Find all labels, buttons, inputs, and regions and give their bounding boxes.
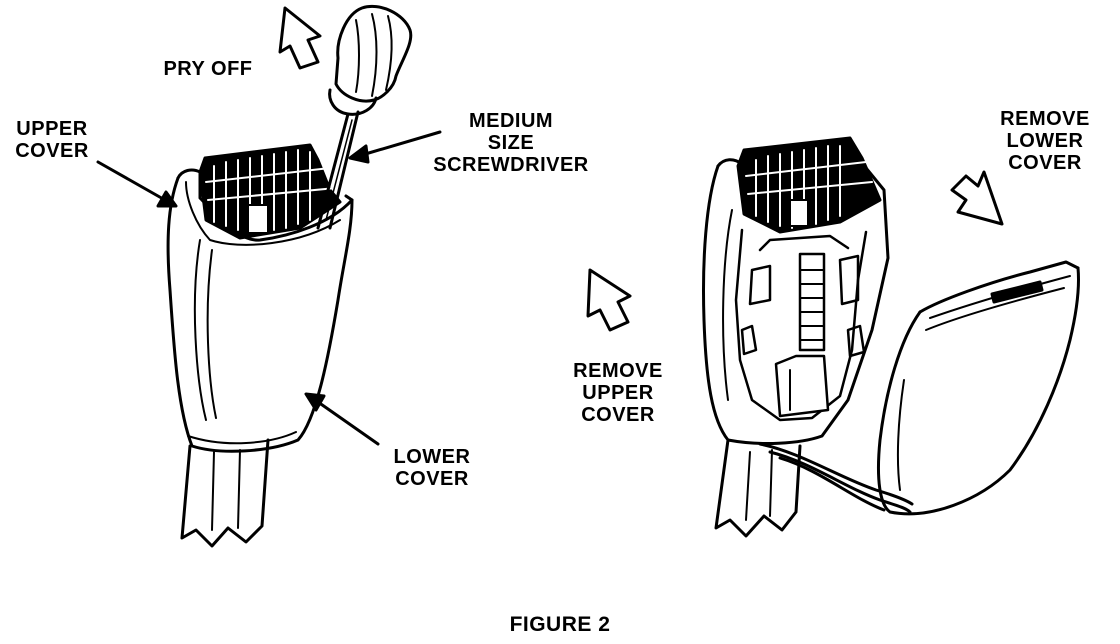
right-buckle-illustration — [586, 136, 1080, 538]
remove-lower-cover-label-line: COVER — [1008, 152, 1082, 174]
webbing-strap-right — [714, 438, 802, 538]
lower-cover-label-line: COVER — [395, 468, 469, 490]
upper-cover-leader-arrow — [96, 160, 178, 208]
left-buckle-illustration — [96, 5, 442, 548]
wire-harness — [758, 442, 914, 514]
upper-cover-label-left: UPPER COVER — [4, 118, 100, 162]
pry-direction-arrow — [278, 6, 322, 70]
upper-cover-label-line: UPPER — [16, 118, 88, 140]
remove-lower-cover-label: REMOVE LOWER COVER — [990, 108, 1100, 174]
remove-lower-cover-arrow — [950, 170, 1004, 226]
screwdriver-label-line: SCREWDRIVER — [433, 154, 589, 176]
medium-size-screwdriver-label: MEDIUM SIZE SCREWDRIVER — [416, 110, 606, 176]
internal-mechanism — [734, 228, 868, 422]
remove-upper-cover-label-line: UPPER — [582, 382, 654, 404]
figure-caption: FIGURE 2 — [509, 613, 611, 636]
webbing-strap-left — [180, 438, 270, 548]
lower-cover-left — [166, 176, 354, 453]
lower-cover-leader-arrow — [304, 392, 380, 446]
upper-cover-label-line: COVER — [15, 140, 89, 162]
pry-off-label: PRY OFF — [163, 58, 253, 80]
lower-cover-right — [876, 260, 1080, 516]
remove-upper-cover-arrow — [586, 268, 632, 332]
screwdriver-label-line: SIZE — [487, 132, 535, 154]
remove-lower-cover-label-line: REMOVE — [1000, 108, 1090, 130]
remove-upper-cover-label-line: COVER — [581, 404, 655, 426]
lower-cover-label-left: LOWER COVER — [384, 446, 480, 490]
latch-mechanism-right — [736, 136, 882, 234]
remove-upper-cover-label-line: REMOVE — [573, 360, 663, 382]
latch-mechanism-left — [198, 143, 342, 240]
screwdriver-label-line: MEDIUM — [468, 110, 554, 132]
lower-cover-label-line: LOWER — [393, 446, 471, 468]
screwdriver-leader-arrow — [348, 130, 442, 164]
remove-lower-cover-label-line: LOWER — [1006, 130, 1084, 152]
remove-upper-cover-label: REMOVE UPPER COVER — [560, 360, 676, 426]
screwdriver — [316, 5, 413, 230]
